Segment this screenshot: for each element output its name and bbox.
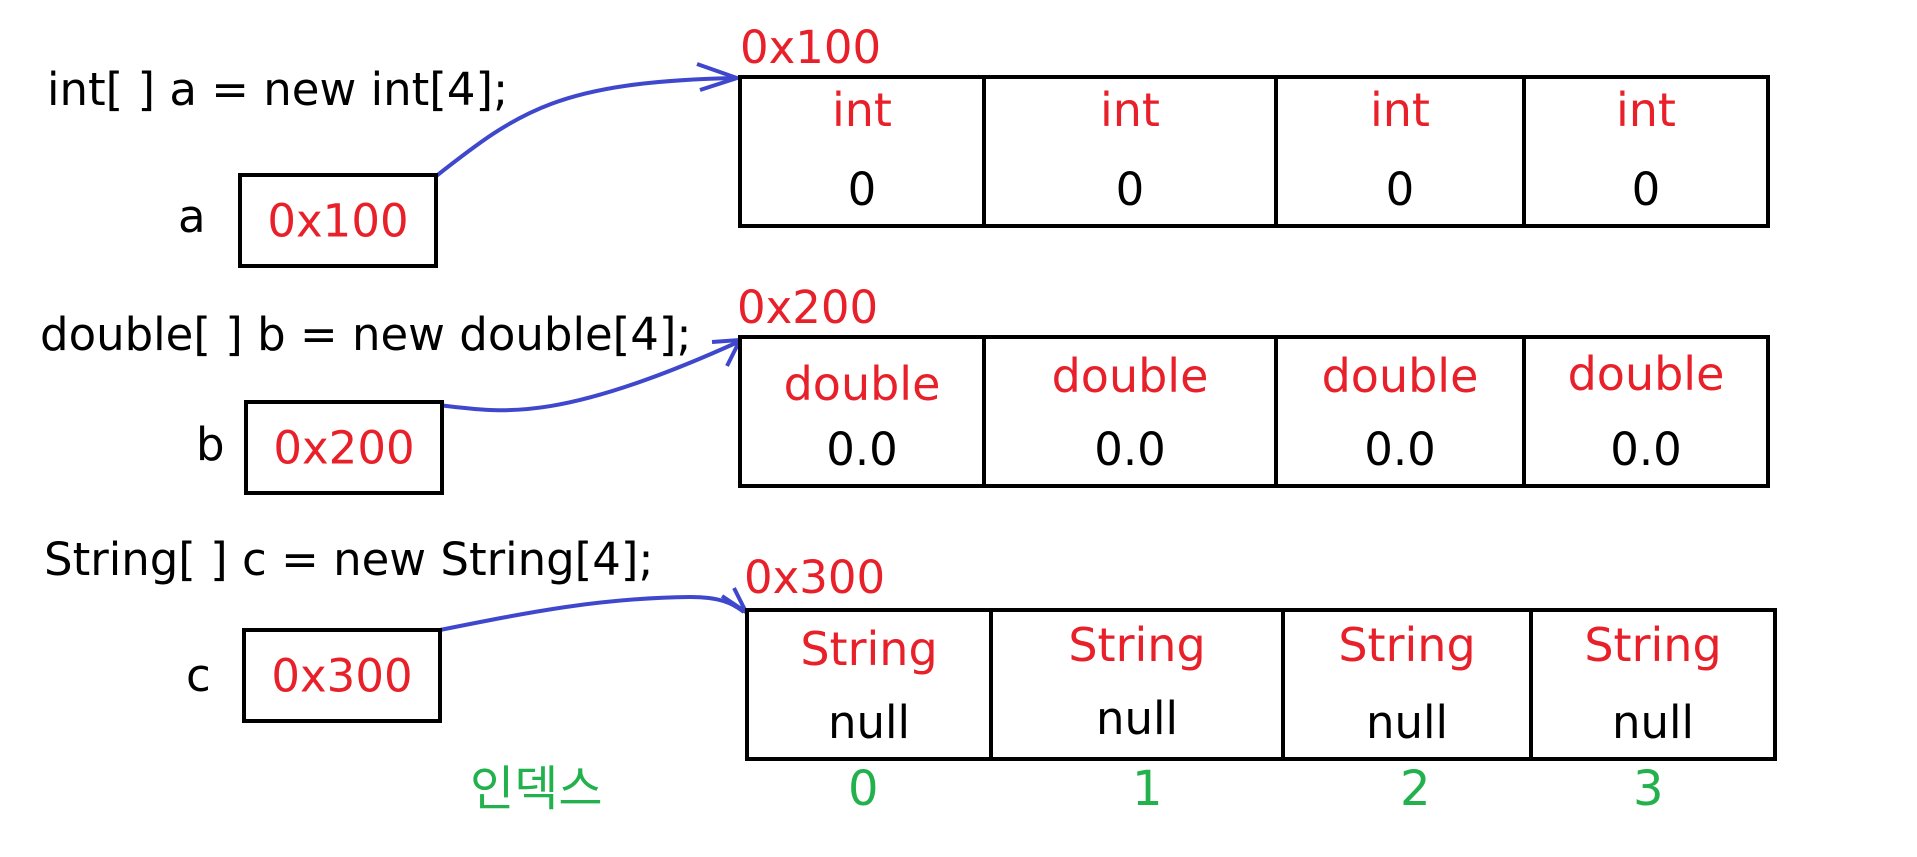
array-cell: String null xyxy=(749,612,989,757)
declaration-code-double: double[ ] b = new double[4]; xyxy=(40,308,692,361)
cell-type-label: String xyxy=(800,622,938,676)
variable-name-b: b xyxy=(196,418,225,471)
array-address-int: 0x100 xyxy=(740,21,882,74)
int-array: int 0 int 0 int 0 int 0 xyxy=(738,75,1770,228)
cell-type-label: double xyxy=(1567,347,1725,401)
cell-type-label: double xyxy=(1051,349,1209,403)
cell-type-label: double xyxy=(783,357,941,411)
index-number: 2 xyxy=(1400,761,1431,817)
array-cell: int 0 xyxy=(982,79,1274,224)
array-cell: String null xyxy=(989,612,1281,757)
cell-default-value: 0 xyxy=(1115,163,1145,216)
variable-name-a: a xyxy=(178,190,206,243)
variable-name-c: c xyxy=(186,649,211,702)
cell-default-value: null xyxy=(1365,696,1449,749)
cell-type-label: int xyxy=(1616,83,1676,137)
reference-arrow-a xyxy=(433,76,736,179)
declaration-code-int: int[ ] a = new int[4]; xyxy=(47,63,509,116)
array-cell: int 0 xyxy=(1274,79,1522,224)
index-number: 1 xyxy=(1132,761,1163,817)
array-cell: String null xyxy=(1281,612,1529,757)
array-cell: double 0.0 xyxy=(982,339,1274,484)
cell-default-value: null xyxy=(827,696,911,749)
reference-box-a: 0x100 xyxy=(238,173,438,268)
array-cell: int 0 xyxy=(742,79,982,224)
cell-default-value: 0 xyxy=(1385,163,1415,216)
reference-value-b: 0x200 xyxy=(273,421,415,474)
array-address-double: 0x200 xyxy=(737,281,879,334)
index-label: 인덱스 xyxy=(470,761,603,817)
array-cell: double 0.0 xyxy=(1274,339,1522,484)
reference-value-c: 0x300 xyxy=(271,649,413,702)
cell-default-value: null xyxy=(1095,692,1179,745)
cell-default-value: 0.0 xyxy=(1610,423,1682,476)
array-address-string: 0x300 xyxy=(744,551,886,604)
reference-box-c: 0x300 xyxy=(242,628,442,723)
cell-default-value: 0.0 xyxy=(826,423,898,476)
string-array: String null String null String null Stri… xyxy=(745,608,1777,761)
reference-arrow-b xyxy=(437,340,739,413)
arrowhead-c xyxy=(720,587,752,618)
array-cell: int 0 xyxy=(1522,79,1766,224)
array-cell: double 0.0 xyxy=(742,339,982,484)
cell-type-label: String xyxy=(1338,618,1476,672)
cell-default-value: 0.0 xyxy=(1364,423,1436,476)
array-cell: double 0.0 xyxy=(1522,339,1766,484)
cell-type-label: int xyxy=(1370,83,1430,137)
declaration-code-string: String[ ] c = new String[4]; xyxy=(44,533,654,586)
cell-default-value: 0 xyxy=(847,163,877,216)
double-array: double 0.0 double 0.0 double 0.0 double … xyxy=(738,335,1770,488)
cell-default-value: null xyxy=(1611,696,1695,749)
cell-type-label: double xyxy=(1321,349,1479,403)
cell-default-value: 0.0 xyxy=(1094,423,1166,476)
index-number: 0 xyxy=(848,761,879,817)
cell-type-label: String xyxy=(1068,618,1206,672)
cell-type-label: int xyxy=(832,83,892,137)
reference-arrow-c xyxy=(439,594,746,632)
array-cell: String null xyxy=(1529,612,1773,757)
cell-type-label: String xyxy=(1584,618,1722,672)
reference-value-a: 0x100 xyxy=(267,194,409,247)
index-number: 3 xyxy=(1633,761,1664,817)
cell-type-label: int xyxy=(1100,83,1160,137)
cell-default-value: 0 xyxy=(1631,163,1661,216)
arrowhead-a xyxy=(696,62,744,92)
reference-box-b: 0x200 xyxy=(244,400,444,495)
